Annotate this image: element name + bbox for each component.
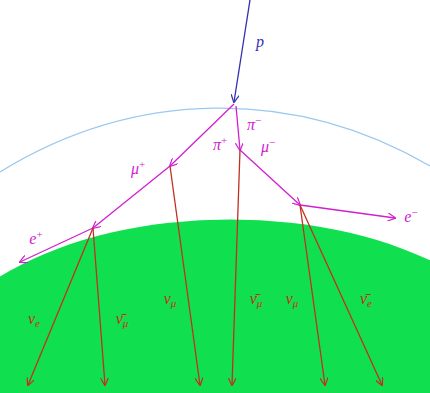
particle-label: νμ (164, 291, 177, 309)
particle-label: π+ (213, 135, 227, 153)
charge-superscript: + (139, 158, 145, 170)
neutrino-track (28, 228, 93, 385)
flavour-subscript: μ (257, 297, 263, 309)
particle-symbol: μ (131, 160, 139, 177)
particle-symbol: p (256, 33, 264, 50)
particle-label: ν̄μ (116, 311, 129, 329)
particle-label: μ+ (131, 159, 145, 177)
flavour-subscript: e (35, 317, 40, 329)
positron-track (20, 228, 93, 262)
charge-superscript: − (411, 206, 417, 218)
particle-label: ν̄e (360, 291, 372, 309)
pion-track (236, 106, 240, 150)
neutrino-track (93, 228, 105, 385)
muon-track (240, 150, 300, 205)
particle-label: μ− (261, 137, 275, 155)
particle-symbol: ν̄ (116, 310, 123, 327)
pion-track (170, 104, 234, 166)
charge-superscript: + (221, 134, 227, 146)
particle-label: νμ (286, 291, 299, 309)
particle-label: νe (28, 311, 40, 329)
particle-symbol: ν̄ (250, 290, 257, 307)
neutrino-track (170, 166, 200, 385)
charge-superscript: + (36, 228, 42, 240)
neutrino-track (232, 150, 240, 385)
particle-symbol: π (247, 116, 255, 133)
particle-label: e+ (29, 229, 42, 247)
particle-symbol: e (404, 208, 411, 225)
particle-label: ν̄μ (250, 291, 263, 309)
particle-symbol: ν (286, 290, 293, 307)
particle-symbol: π (213, 136, 221, 153)
particle-symbol: ν (28, 310, 35, 327)
particle-label: e− (404, 207, 417, 225)
flavour-subscript: e (367, 297, 372, 309)
particle-symbol: μ (261, 138, 269, 155)
particle-symbol: ν (164, 290, 171, 307)
electron-track (300, 205, 395, 218)
flavour-subscript: μ (123, 317, 129, 329)
earth-surface (0, 219, 430, 393)
particle-symbol: e (29, 230, 36, 247)
particle-label: p (256, 34, 264, 50)
atmosphere-arc (0, 108, 430, 172)
particle-symbol: ν̄ (360, 290, 367, 307)
flavour-subscript: μ (171, 297, 177, 309)
charge-superscript: − (255, 114, 261, 126)
charge-superscript: − (269, 136, 275, 148)
particle-label: π− (247, 115, 261, 133)
flavour-subscript: μ (293, 297, 299, 309)
neutrino-track (300, 205, 382, 385)
proton-track (234, 0, 250, 102)
